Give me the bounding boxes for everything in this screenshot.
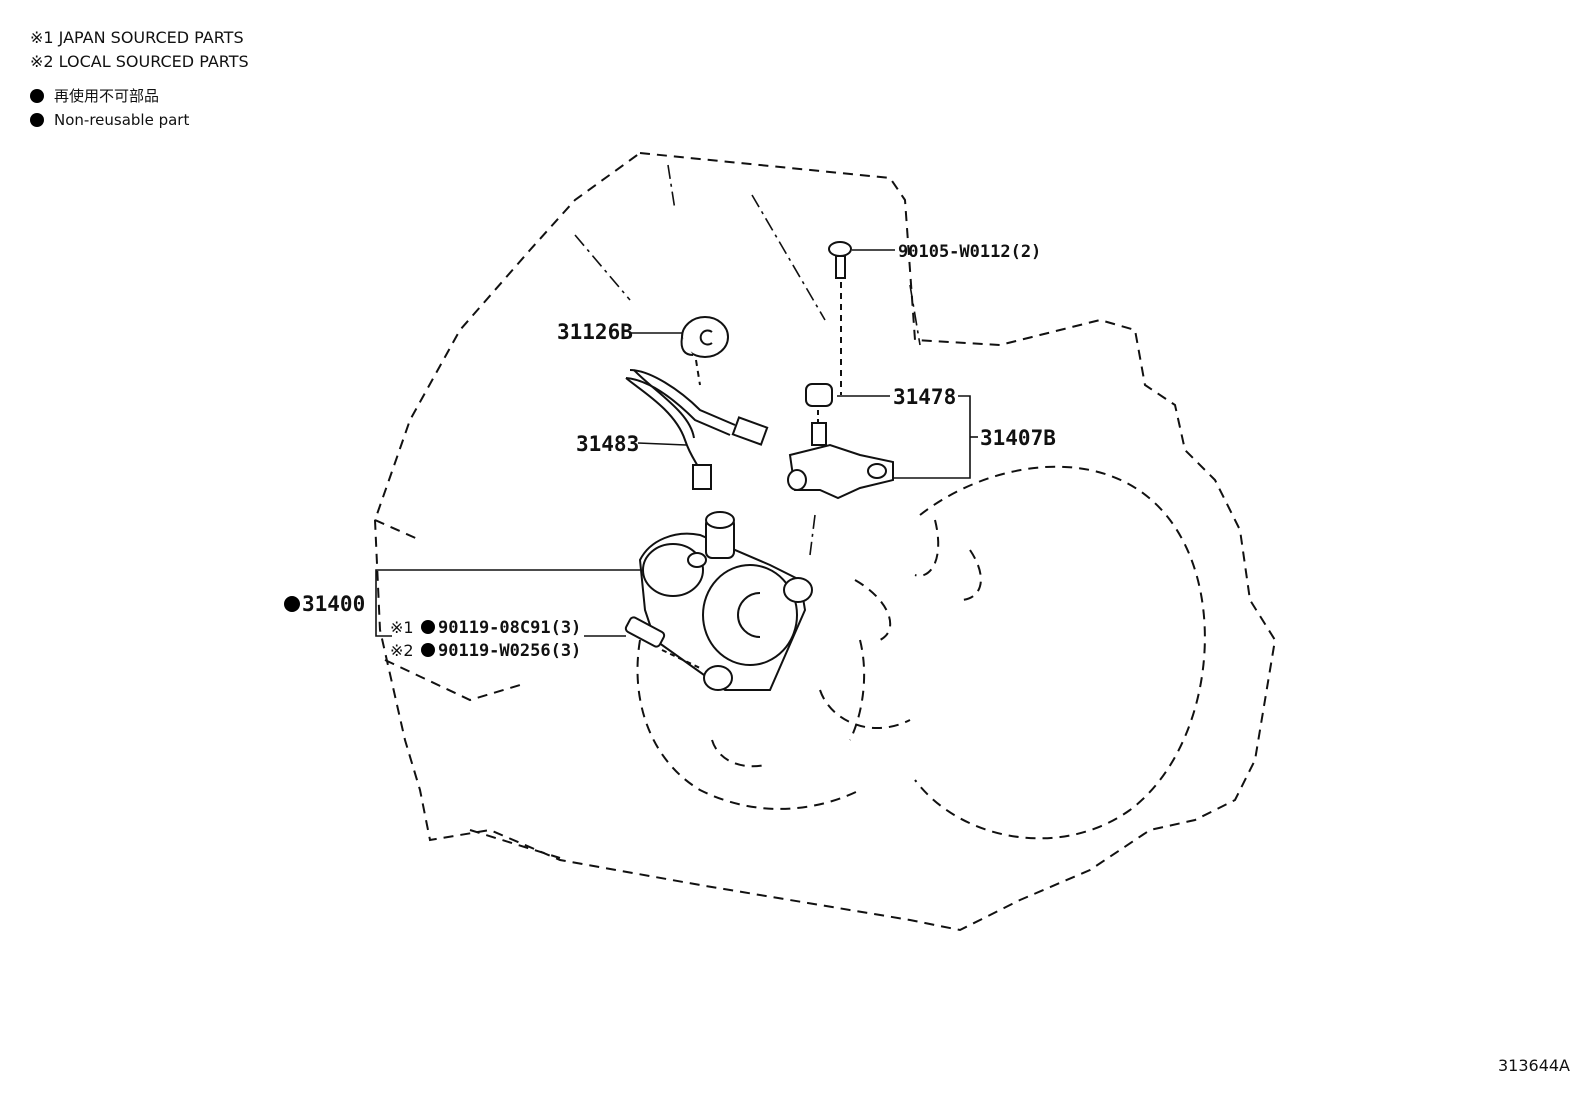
non-reusable-dot-icon <box>421 620 435 634</box>
label-plug-31126b: 31126B <box>557 320 633 344</box>
non-reusable-dot-icon <box>30 89 44 103</box>
diagram-code: 313644A <box>1497 1056 1570 1075</box>
non-reusable-dot-icon <box>284 596 300 612</box>
legend: ※1 JAPAN SOURCED PARTS ※2 LOCAL SOURCED … <box>30 26 249 132</box>
label-bolt-90119-08c91: 90119-08C91(3) <box>438 618 581 638</box>
hose-31483 <box>625 369 769 490</box>
housing-internal-lines <box>574 164 921 556</box>
release-cylinder-31400 <box>638 511 813 691</box>
label-cap-31478: 31478 <box>893 385 956 409</box>
mark-japan-1: ※1 <box>390 618 414 637</box>
leader-lines <box>375 249 978 637</box>
bolt-90119 <box>624 616 701 669</box>
bracket-assy-31407b <box>787 422 894 500</box>
label-bracket-31407b: 31407B <box>980 426 1056 450</box>
plug-31126b <box>680 316 729 386</box>
label-bolt-90119-w0256: 90119-W0256(3) <box>438 641 581 661</box>
legend-japan: ※1 JAPAN SOURCED PARTS <box>30 28 244 47</box>
legend-non-reusable-en: Non-reusable part <box>30 108 249 132</box>
non-reusable-dot-icon <box>421 643 435 657</box>
legend-non-reusable-jp: 再使用不可部品 <box>30 84 249 108</box>
mark-local-2: ※2 <box>390 641 414 660</box>
transmission-housing <box>373 151 1277 932</box>
bleeder-cap-31478 <box>805 383 833 425</box>
non-reusable-dot-icon <box>30 113 44 127</box>
legend-local: ※2 LOCAL SOURCED PARTS <box>30 52 249 71</box>
label-release-cylinder-31400: 31400 <box>302 592 365 616</box>
bolt-90105-w0112 <box>828 241 852 395</box>
label-bolt-90105: 90105-W0112(2) <box>898 242 1041 262</box>
label-hose-31483: 31483 <box>576 432 639 456</box>
